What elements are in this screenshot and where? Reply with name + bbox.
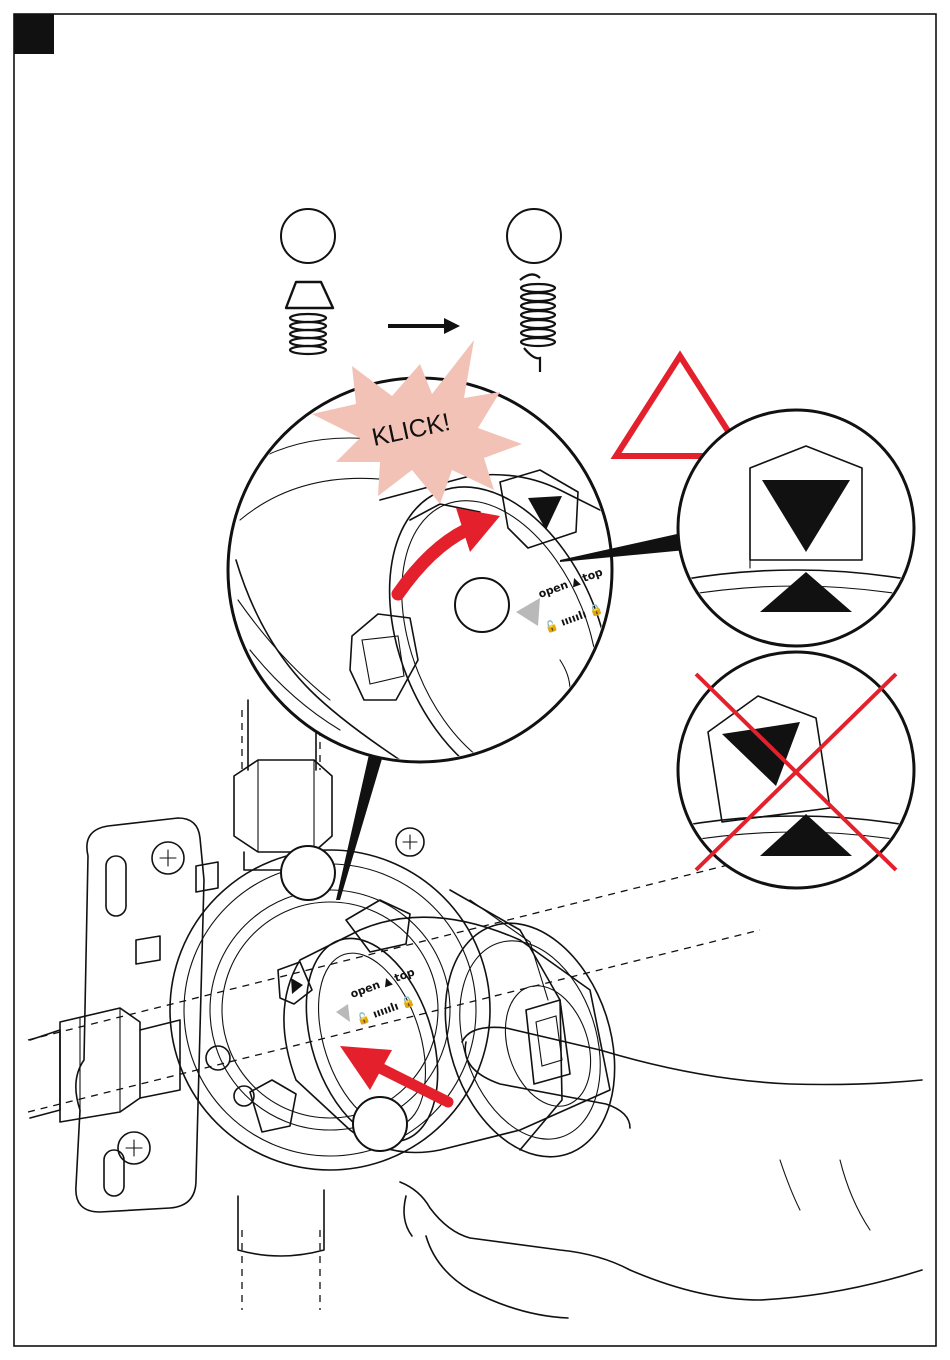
correct-alignment-icon	[678, 410, 914, 646]
valve-body: open ▲ top 🔓 ııııılı 🔒	[30, 700, 643, 1256]
empty-callout-circle-5	[455, 578, 509, 632]
dial-label-bottom: 🔓 ııııılı 🔒	[355, 994, 417, 1027]
transition-arrow-icon	[388, 318, 460, 334]
empty-callout-circle-3	[281, 846, 335, 900]
plug-cap-spring-icon	[286, 282, 333, 354]
step-marker	[14, 14, 54, 54]
wrong-alignment-icon	[678, 652, 914, 888]
empty-callout-circle-2	[507, 209, 561, 263]
bare-spring-icon	[520, 274, 555, 372]
empty-callout-circle-1	[281, 209, 335, 263]
empty-callout-circle-4	[353, 1097, 407, 1151]
